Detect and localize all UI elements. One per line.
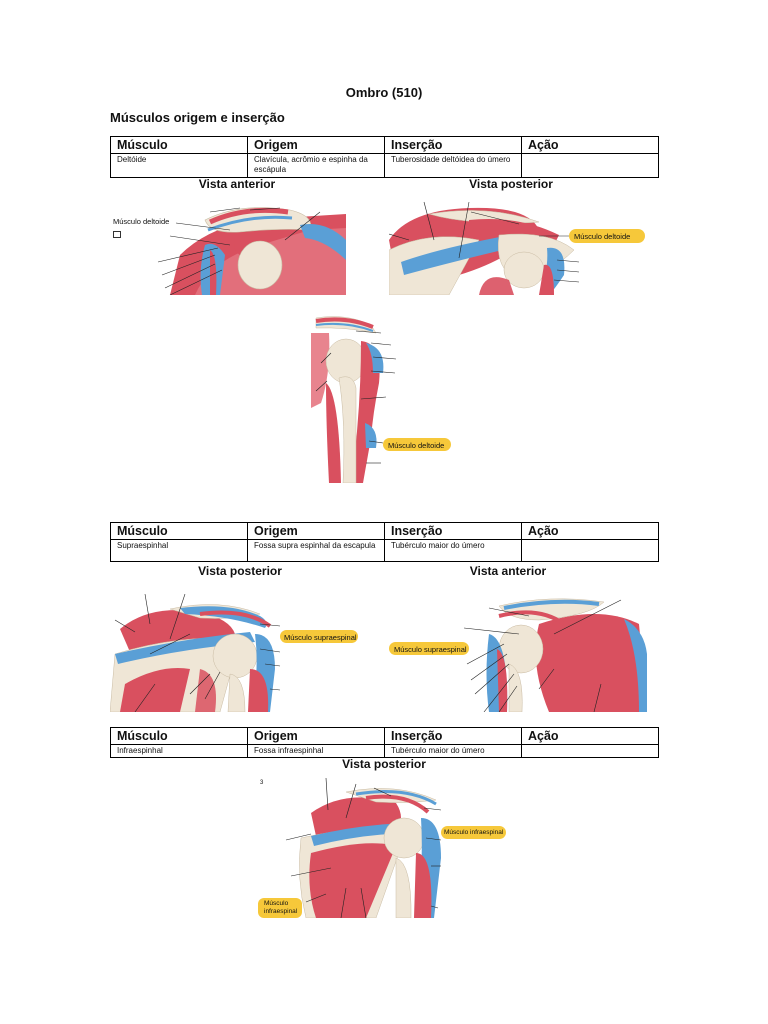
cell-musculo: Deltóide [110,153,248,178]
header-acao: Ação [521,727,659,745]
label-musculo-deltoide-posterior: Músculo deltoide [574,232,631,241]
label-musculo-infraespinal-right: Músculo infraespinal [444,829,504,836]
header-insercao: Inserção [384,727,522,745]
header-acao: Ação [521,136,659,154]
caption-vista-posterior-3: Vista posterior [342,757,426,771]
cell-origem: Clavícula, acrômio e espinha da escápula [247,153,385,178]
label-musculo-infraespinal-left-1: Músculo [264,900,289,907]
header-origem: Origem [247,136,385,154]
label-musculo-deltoide: Músculo deltoide [113,217,170,226]
table-row: Infraespinhal Fossa infraespinhal Tubérc… [110,744,659,758]
cell-musculo: Supraespinhal [110,539,248,562]
cell-acao [521,744,659,758]
table-header-row: Músculo Origem Inserção Ação [110,522,659,540]
table-header-row: Músculo Origem Inserção Ação [110,136,659,154]
cell-musculo: Infraespinhal [110,744,248,758]
muscle-table-supraespinhal: Músculo Origem Inserção Ação Supraespinh… [110,522,659,562]
deltoide-posterior-illustration: Músculo deltoide [389,200,647,295]
cell-insercao: Tuberosidade deltóidea do úmero [384,153,522,178]
small-marker-box [113,231,121,238]
label-musculo-deltoide-lateral: Músculo deltoide [388,441,445,450]
deltoide-anterior-illustration: Músculo deltoide [110,200,346,295]
table-header-row: Músculo Origem Inserção Ação [110,727,659,745]
page-title: Ombro (510) [345,85,423,100]
caption-vista-posterior-2: Vista posterior [198,564,282,578]
header-insercao: Inserção [384,136,522,154]
caption-vista-posterior: Vista posterior [469,177,553,191]
header-insercao: Inserção [384,522,522,540]
caption-vista-anterior-2: Vista anterior [469,564,547,578]
table-row: Deltóide Clavícula, acrômio e espinha da… [110,153,659,178]
cell-acao [521,539,659,562]
table-row: Supraespinhal Fossa supra espinhal da es… [110,539,659,562]
header-acao: Ação [521,522,659,540]
caption-vista-anterior: Vista anterior [198,177,276,191]
header-musculo: Músculo [110,727,248,745]
header-origem: Origem [247,522,385,540]
header-musculo: Músculo [110,136,248,154]
marker-number-3: 3 [260,780,264,786]
deltoide-lateral-illustration: Músculo deltoide [311,313,458,483]
supraespinhal-anterior-illustration: Músculo supraespinal [389,594,647,712]
cell-insercao: Tubérculo maior do úmero [384,539,522,562]
cell-acao [521,153,659,178]
header-musculo: Músculo [110,522,248,540]
muscle-table-infraespinhal: Músculo Origem Inserção Ação Infraespinh… [110,727,659,758]
infraespinhal-posterior-illustration: 3 Músculo infraespinal Músculo infraespi… [256,778,508,918]
supraespinhal-posterior-illustration: Músculo supraespinal [110,594,360,712]
muscle-table-deltoide: Músculo Origem Inserção Ação Deltóide Cl… [110,136,659,178]
cell-origem: Fossa infraespinhal [247,744,385,758]
section-heading: Músculos origem e inserção [110,110,285,125]
label-musculo-supraespinal-anterior: Músculo supraespinal [394,645,467,654]
label-musculo-infraespinal-left-2: infraespinal [264,908,298,915]
header-origem: Origem [247,727,385,745]
label-musculo-supraespinal-posterior: Músculo supraespinal [284,633,357,642]
cell-origem: Fossa supra espinhal da escapula [247,539,385,562]
cell-insercao: Tubérculo maior do úmero [384,744,522,758]
